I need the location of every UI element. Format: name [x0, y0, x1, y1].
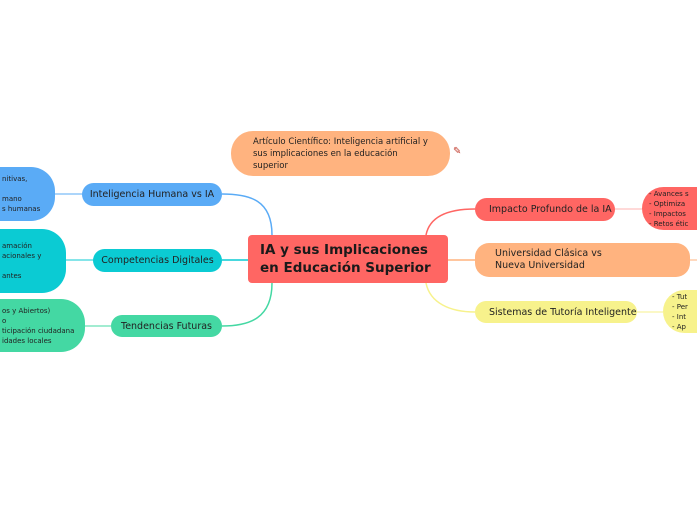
leaf-line: nitivas, [2, 175, 28, 183]
note-icon[interactable]: ✎ [453, 146, 462, 157]
topic-label: Sistemas de Tutoría Inteligente [489, 306, 637, 318]
leaf-impacto-profundo[interactable]: - Avances s- Optimiza- Impactos- Retos é… [642, 187, 697, 230]
topic-inteligencia-humana[interactable]: Inteligencia Humana vs IA [82, 183, 222, 206]
link-central-tendencias [221, 282, 273, 327]
central-title: IA y sus Implicaciones en Educación Supe… [260, 242, 431, 276]
leaf-line: acionales y [2, 252, 42, 260]
topic-competencias-digitales[interactable]: Competencias Digitales [93, 249, 222, 272]
link-central-inteligencia [221, 193, 273, 236]
leaf-line: o [2, 316, 7, 325]
leaf-line: - Retos étic [649, 219, 689, 228]
topic-label: Impacto Profundo de la IA [489, 204, 612, 215]
topic-label: Competencias Digitales [101, 255, 214, 266]
leaf-line: - Avances s [649, 189, 689, 198]
topic-label: Inteligencia Humana vs IA [89, 189, 215, 200]
link-central-sistemas [425, 282, 476, 313]
topic-label: Universidad Clásica vs Nueva Universidad [495, 248, 602, 271]
leaf-competencias-digitales[interactable]: amación acionales y antes [0, 229, 66, 293]
topic-impacto-profundo[interactable]: Impacto Profundo de la IA [475, 198, 615, 221]
article-text: Artículo Científico: Inteligencia artifi… [253, 136, 428, 171]
leaf-line [2, 261, 4, 271]
leaf-line: os y Abiertos) [2, 306, 51, 315]
leaf-line: - Ap [672, 322, 686, 331]
article-node[interactable]: Artículo Científico: Inteligencia artifi… [231, 131, 450, 176]
leaf-line: amación [2, 242, 32, 250]
leaf-line: - Int [672, 312, 686, 321]
topic-tendencias-futuras[interactable]: Tendencias Futuras [111, 315, 222, 337]
leaf-line: s humanas [2, 205, 41, 213]
leaf-line: - Impactos [649, 209, 686, 218]
topic-label: Tendencias Futuras [121, 320, 212, 332]
topic-universidad-clasica[interactable]: Universidad Clásica vs Nueva Universidad [475, 243, 690, 277]
leaf-line [2, 184, 4, 194]
leaf-line: - Tut [672, 292, 688, 301]
leaf-line: - Per [672, 302, 688, 311]
topic-sistemas-tutoria[interactable]: Sistemas de Tutoría Inteligente [475, 301, 637, 323]
leaf-line: antes [2, 272, 22, 280]
leaf-line: mano [2, 195, 22, 203]
leaf-line: idades locales [2, 336, 52, 345]
leaf-inteligencia-humana[interactable]: nitivas, mano s humanas [0, 167, 55, 221]
leaf-line: ticipación ciudadana [2, 326, 75, 335]
link-central-impacto [425, 208, 476, 236]
leaf-line: - Optimiza [649, 199, 686, 208]
central-topic[interactable]: IA y sus Implicaciones en Educación Supe… [248, 235, 448, 283]
leaf-sistemas-tutoria[interactable]: - Tut- Per- Int- Ap [663, 290, 697, 333]
